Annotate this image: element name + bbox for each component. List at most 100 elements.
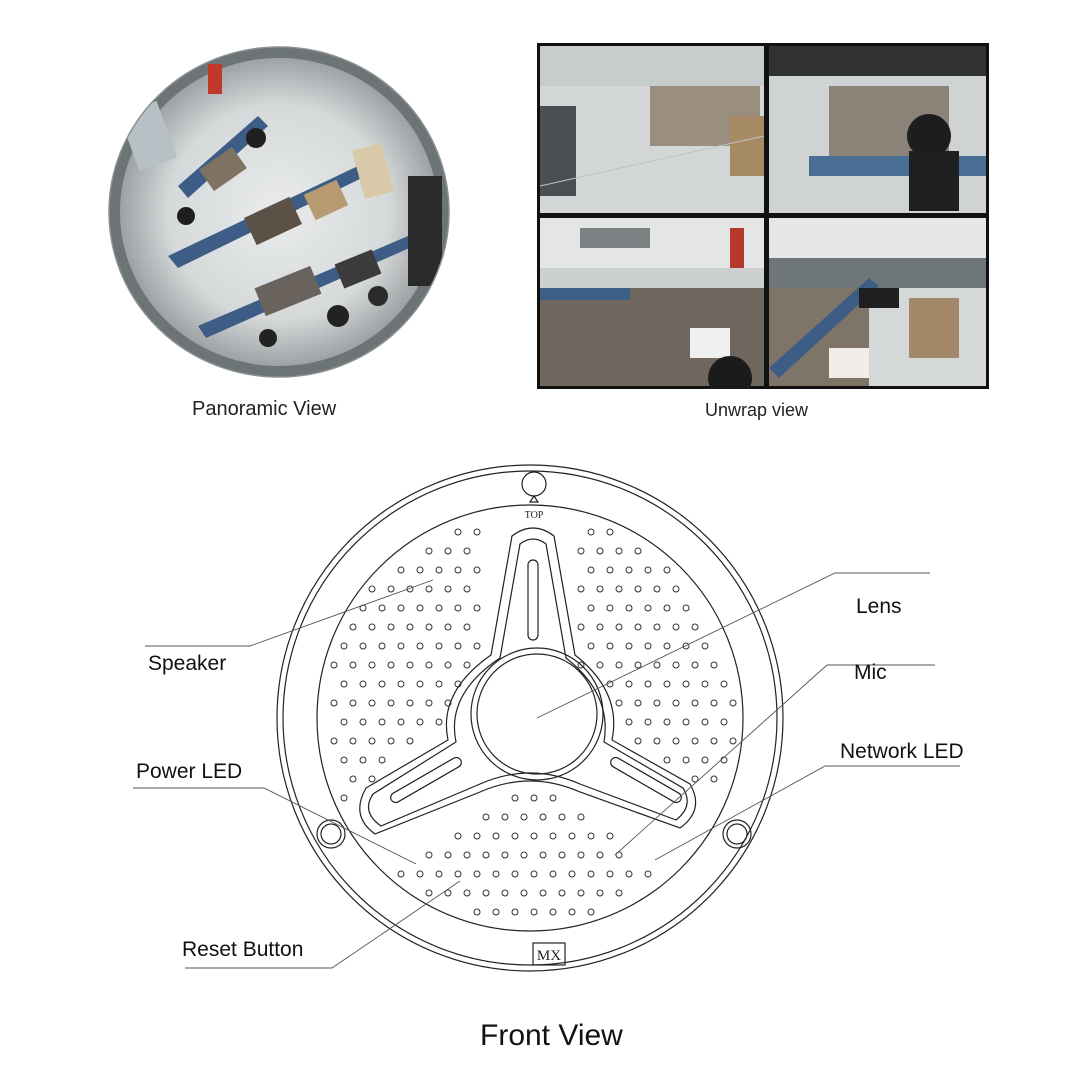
perforation-hole [701, 718, 709, 726]
leader-network-led [654, 765, 960, 861]
perforation-hole [682, 680, 690, 688]
perforation-hole [359, 680, 367, 688]
perforation-hole [473, 566, 481, 574]
perforation-hole [444, 699, 452, 707]
perforation-hole [606, 566, 614, 574]
perforation-hole [492, 908, 500, 916]
perforation-hole [701, 680, 709, 688]
perforation-hole [587, 604, 595, 612]
perforation-hole [435, 604, 443, 612]
perforation-hole [672, 623, 680, 631]
perforation-hole [663, 642, 671, 650]
mount-hole-right [722, 819, 752, 849]
perforation-hole [473, 528, 481, 536]
perforation-hole [663, 680, 671, 688]
perforation-hole [378, 756, 386, 764]
perforation-hole [606, 642, 614, 650]
perforation-hole [644, 566, 652, 574]
camera-front-drawing: TOP MX [133, 464, 960, 972]
perforation-hole [463, 547, 471, 555]
mount-hole-top [521, 471, 547, 497]
perforation-hole [606, 870, 614, 878]
perforation-hole [397, 566, 405, 574]
perforation-hole [587, 870, 595, 878]
perforation-hole [473, 642, 481, 650]
perforation-hole [539, 851, 547, 859]
panoramic-view-caption: Panoramic View [192, 398, 337, 420]
perforation-hole [644, 604, 652, 612]
perforation-hole [397, 680, 405, 688]
perforation-hole [340, 680, 348, 688]
perforation-hole [663, 604, 671, 612]
perforation-hole [349, 623, 357, 631]
perforation-hole [501, 889, 509, 897]
perforation-hole [596, 661, 604, 669]
perforation-hole [330, 661, 338, 669]
perforation-hole [634, 737, 642, 745]
perforation-hole [454, 528, 462, 536]
perforation-hole [729, 699, 737, 707]
perforation-hole [710, 699, 718, 707]
perforation-hole [473, 870, 481, 878]
perforation-hole [672, 737, 680, 745]
perforation-hole [577, 889, 585, 897]
perforation-hole [615, 585, 623, 593]
unwrap-quadrant-2 [769, 46, 986, 213]
perforation-hole [511, 794, 519, 802]
perforation-hole [549, 832, 557, 840]
perforation-hole [482, 851, 490, 859]
perforation-hole [397, 604, 405, 612]
panoramic-view-image [108, 46, 450, 378]
perforation-hole [435, 642, 443, 650]
perforation-hole [463, 623, 471, 631]
perforation-hole [606, 832, 614, 840]
perforation-hole [368, 775, 376, 783]
perforation-hole [539, 889, 547, 897]
label-lens: Lens [856, 595, 902, 618]
perforation-hole [425, 661, 433, 669]
perforation-hole [558, 813, 566, 821]
perforation-hole [340, 718, 348, 726]
perforation-hole [368, 661, 376, 669]
perforation-hole [625, 642, 633, 650]
perforation-hole [349, 775, 357, 783]
perforation-hole [387, 661, 395, 669]
perforation-hole [682, 718, 690, 726]
perforation-hole [625, 604, 633, 612]
perforation-hole [520, 889, 528, 897]
perforation-hole [720, 718, 728, 726]
perforation-hole [691, 775, 699, 783]
perforation-hole [397, 718, 405, 726]
perforation-hole [587, 642, 595, 650]
perforation-hole [387, 585, 395, 593]
perforation-hole [672, 585, 680, 593]
perforation-hole [625, 680, 633, 688]
perforation-hole [520, 851, 528, 859]
perforation-hole [416, 680, 424, 688]
perforation-hole [653, 699, 661, 707]
perforation-hole [425, 547, 433, 555]
perforation-hole [596, 889, 604, 897]
perforation-hole [701, 642, 709, 650]
perforation-hole [463, 661, 471, 669]
perforation-hole [425, 851, 433, 859]
perforation-hole [587, 832, 595, 840]
perforation-hole [425, 623, 433, 631]
leader-lens [536, 572, 930, 719]
perforation-hole [530, 908, 538, 916]
perforation-hole [596, 547, 604, 555]
perforation-hole [454, 680, 462, 688]
perforation-hole [444, 547, 452, 555]
perforation-hole [625, 870, 633, 878]
perforation-hole [473, 908, 481, 916]
perforation-hole [416, 718, 424, 726]
perforation-hole [710, 775, 718, 783]
perforation-hole [444, 623, 452, 631]
perforation-hole [577, 851, 585, 859]
perforation-hole [691, 737, 699, 745]
label-power-led: Power LED [136, 760, 243, 783]
perforation-hole [577, 547, 585, 555]
perforation-hole [359, 756, 367, 764]
perforation-hole [444, 851, 452, 859]
brand-mark-text: MX [537, 948, 561, 964]
